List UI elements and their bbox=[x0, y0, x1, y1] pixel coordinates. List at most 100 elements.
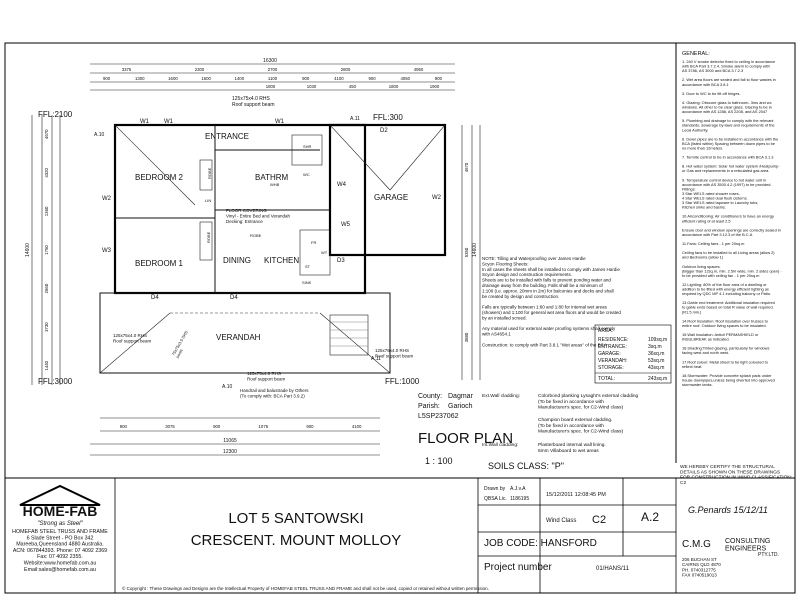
room-wc: WC bbox=[303, 172, 310, 177]
dimension-label: 3075 bbox=[165, 424, 175, 429]
homefab-logo: HOME-FAB "Strong as Steel" HOMEFAB STEEL… bbox=[12, 484, 108, 573]
project-number-value: 01/HANS/11 bbox=[596, 566, 630, 572]
dimension-label: 1800 bbox=[266, 84, 276, 89]
room-robe-3: ROBE bbox=[250, 233, 262, 238]
copyright-notice: © Copyright : These Drawings and Designs… bbox=[122, 585, 489, 591]
area-row-label: VERANDAH: bbox=[598, 358, 627, 364]
dimension-label: 1100 bbox=[268, 76, 278, 81]
area-row-value: 3sq.m bbox=[648, 344, 662, 350]
area-row-value: 53sq.m bbox=[648, 358, 664, 364]
roof-hip-3 bbox=[389, 124, 446, 191]
marker-a10-top: A.10 bbox=[94, 132, 105, 138]
dimension-label: 4320 bbox=[44, 167, 49, 177]
room-wt: WT bbox=[321, 250, 328, 255]
drawn-by-label: Drawn by bbox=[484, 486, 506, 492]
marker-d2: D2 bbox=[380, 128, 388, 134]
soils-class: SOILS CLASS: "P" bbox=[488, 461, 564, 471]
dimension-label: 1360 bbox=[44, 206, 49, 216]
area-table: AREA: RESIDENCE: 109sq.m ENTRANCE: 3sq.m… bbox=[594, 324, 672, 384]
shower bbox=[291, 134, 323, 166]
dim-bottom-overall: 11065 bbox=[223, 438, 237, 444]
qbsa-value: 1186195 bbox=[510, 496, 529, 502]
wind-class-label: Wind Class bbox=[546, 518, 576, 524]
marker-w3: W3 bbox=[102, 248, 112, 254]
county-info: County: Dagmar Parish: Garioch L5SP23706… bbox=[418, 393, 474, 420]
marker-a11-top: A.11 bbox=[350, 116, 360, 122]
dimension-label: 2300 bbox=[195, 67, 205, 72]
dimension-label: 4950 bbox=[414, 67, 424, 72]
engineer-signature: G.Penards 15/12/11 bbox=[688, 505, 768, 515]
room-garage: GARAGE bbox=[374, 193, 408, 202]
room-labels: BEDROOM 2 BEDROOM 1 ENTRANCE BATHRM GARA… bbox=[135, 132, 408, 342]
logo-tagline: "Strong as Steel" bbox=[37, 521, 83, 527]
dimension-label: 900 bbox=[120, 424, 128, 429]
room-st: ST bbox=[305, 264, 311, 269]
robe-bed1 bbox=[199, 221, 213, 261]
marker-a11-bottom: A.11 bbox=[371, 356, 381, 362]
ffl-levels: FFL:2100 FFL:300 FFL:3000 FFL:1000 bbox=[38, 110, 420, 386]
dimension-label: 1800 bbox=[389, 84, 399, 89]
room-bedroom-2: BEDROOM 2 bbox=[135, 173, 184, 182]
roof-hip-1 bbox=[114, 124, 196, 206]
area-row-value: 36sq.m bbox=[648, 351, 664, 357]
marker-d4-a: D4 bbox=[151, 295, 159, 301]
lot-line-2: CRESCENT. MOUNT MOLLOY bbox=[191, 532, 402, 549]
area-row-label: ENTRANCE: bbox=[598, 344, 627, 350]
room-lin: LIN bbox=[205, 198, 211, 203]
dim-right-overall: 14600 bbox=[472, 243, 478, 257]
marker-d3: D3 bbox=[337, 258, 345, 264]
area-total-label: TOTAL: bbox=[598, 376, 615, 382]
drawn-by-value: A.J.v.A bbox=[510, 486, 526, 492]
cladding-notes: Ext.Wall cladding: Colorbond planking Ly… bbox=[482, 393, 639, 454]
marker-a10-bottom: A.10 bbox=[222, 384, 233, 390]
robe-bed2 bbox=[199, 159, 213, 191]
marker-w1-c: W1 bbox=[275, 119, 285, 125]
dimension-label: 4100 bbox=[334, 76, 344, 81]
general-notes: 1. 240 V smoke detector fixed to ceiling… bbox=[682, 59, 782, 387]
area-table-box bbox=[594, 324, 672, 384]
county-label: County: bbox=[418, 393, 442, 400]
dimension-label: 1900 bbox=[430, 84, 440, 89]
room-fr: FR bbox=[311, 240, 316, 245]
area-row-label: STORAGE: bbox=[598, 365, 624, 371]
dim-bottom-overall-2: 12300 bbox=[223, 449, 237, 455]
qbsa-label: QBSA Lic. bbox=[484, 496, 507, 502]
marker-w2-b: W2 bbox=[432, 195, 442, 201]
dimension-label: 4100 bbox=[352, 424, 362, 429]
roof-hip-2 bbox=[329, 124, 391, 191]
wind-class-value: C2 bbox=[592, 514, 606, 526]
dim-top-overall: 16300 bbox=[263, 58, 277, 64]
plan-scale: 1 : 100 bbox=[425, 456, 453, 466]
dimension-label: 1030 bbox=[307, 84, 317, 89]
dimension-label: 1400 bbox=[235, 76, 245, 81]
marker-w1-b: W1 bbox=[164, 119, 174, 125]
marker-d4-b: D4 bbox=[230, 295, 238, 301]
parish-label: Parish: bbox=[418, 403, 440, 410]
dimension-label: 900 bbox=[306, 424, 314, 429]
ffl-bottom-left: FFL:3000 bbox=[38, 377, 73, 386]
stairs bbox=[329, 314, 369, 356]
dimension-label: 3730 bbox=[44, 322, 49, 332]
sheet-border bbox=[4, 42, 796, 594]
dimension-label: 2800 bbox=[341, 67, 351, 72]
cladding-label-int: Int.Wall cladding: bbox=[482, 442, 518, 448]
room-robe-1: ROBE bbox=[207, 167, 212, 179]
dimension-label: 1300 bbox=[135, 76, 145, 81]
area-row-value: 109sq.m bbox=[648, 337, 667, 343]
dimension-label: 900 bbox=[213, 424, 221, 429]
parish-value: Garioch bbox=[448, 403, 473, 410]
room-entrance: ENTRANCE bbox=[205, 132, 249, 141]
room-kitchen: KITCHEN bbox=[264, 256, 299, 265]
marker-w1-a: W1 bbox=[140, 119, 150, 125]
dimension-label: 3375 bbox=[122, 67, 132, 72]
county-value: Dagmar bbox=[448, 393, 474, 400]
ffl-top-right: FFL:300 bbox=[373, 113, 403, 122]
room-whb: WHB bbox=[270, 182, 280, 187]
dim-left-overall: 14600 bbox=[25, 243, 31, 257]
